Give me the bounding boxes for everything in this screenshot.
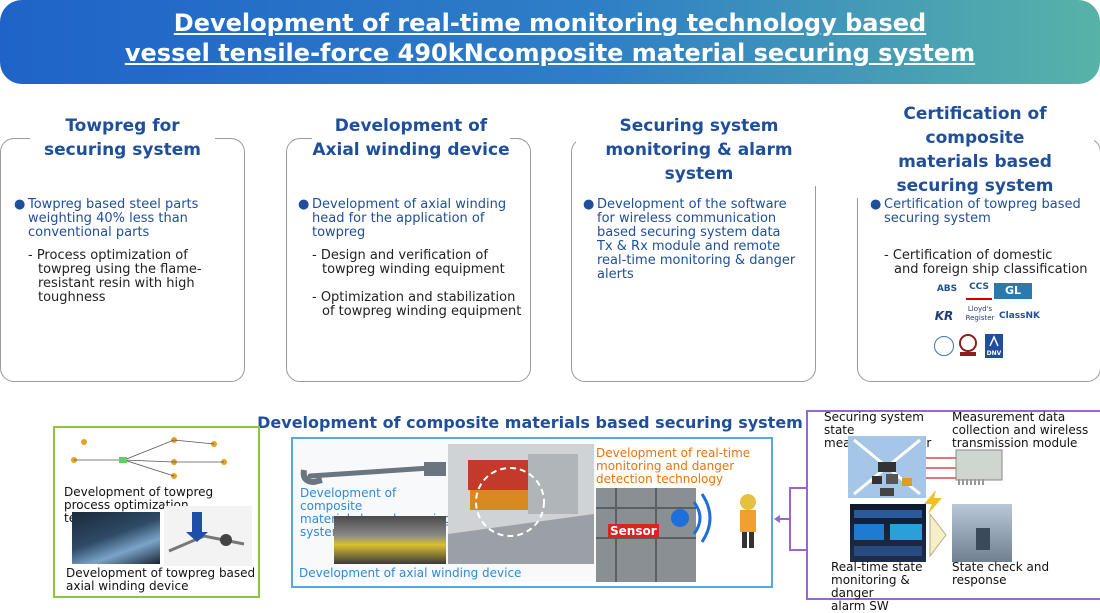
ship-deck-illustration <box>448 444 594 564</box>
winding-photo <box>72 512 160 564</box>
certification-bullet: ● Certification of towpreg based securin… <box>870 197 1081 226</box>
certification-title: Certification of composite materials bas… <box>856 102 1094 198</box>
bottom-section-title: Development of composite materials based… <box>257 413 803 432</box>
process-diagram-illustration <box>71 437 227 479</box>
dnv-label: DNV <box>985 350 1003 358</box>
screen-panel-1 <box>854 524 884 540</box>
sensor-label: Sensor <box>608 524 659 538</box>
axial-winding-box <box>286 138 531 382</box>
data-collection-caption: Measurement data collection and wireless… <box>952 410 1089 450</box>
bullet-dot-icon: ● <box>298 197 310 212</box>
screen-bar-1 <box>854 510 922 518</box>
axial-winding-center-caption: Development of axial winding device <box>299 566 522 580</box>
axial-winding-bullet: ● Development of axial winding head for … <box>298 197 507 240</box>
abs-logo: ABS <box>936 284 958 294</box>
monitoring-bullet: ● Development of the software for wirele… <box>583 197 796 282</box>
rina-emblem-icon <box>934 336 954 356</box>
realtime-detection-caption: Development of real-time monitoring and … <box>596 446 751 486</box>
winding-head-illustration <box>164 506 252 566</box>
classnk-logo: ClassNK <box>999 311 1040 321</box>
banner-title: Development of real-time monitoring tech… <box>0 8 1100 68</box>
monitoring-sw-caption: Real-time state monitoring & danger alar… <box>831 560 923 613</box>
banner-title-line1: Development of real-time monitoring tech… <box>173 9 927 37</box>
ccs-logo: CCS <box>966 282 992 300</box>
bureau-veritas-emblem-icon <box>958 334 978 358</box>
sensor-lashing-illustration <box>848 436 926 498</box>
state-check-caption: State check and response <box>952 560 1050 587</box>
gl-logo: GL <box>994 283 1032 299</box>
bracket-arrow <box>774 487 806 551</box>
bullet-dot-icon: ● <box>870 197 882 212</box>
axial-winding-title: Development of Axial winding device <box>312 114 510 162</box>
certification-sub-item: - Certification of domestic and foreign … <box>884 248 1088 277</box>
kr-logo: KR <box>934 309 954 323</box>
monitoring-sw-screen <box>850 504 926 562</box>
lightning-icon <box>924 490 942 514</box>
axial-winding-sub-item-1: - Design and verification of towpreg win… <box>312 248 505 277</box>
axial-winding-sub-item-2: - Optimization and stabilization of towp… <box>312 290 522 319</box>
screen-bar-2 <box>854 546 922 556</box>
towpreg-bullet: ● Towpreg based steel parts weighting 40… <box>14 197 199 240</box>
axial-winding-device-caption: Development of towpreg based axial windi… <box>66 566 256 593</box>
towpreg-sub-item: - Process optimization of towpreg using … <box>28 248 202 305</box>
monitoring-title: Securing system monitoring & alarm syste… <box>576 114 822 186</box>
transmission-module-illustration <box>926 449 1003 485</box>
worker-figure <box>976 528 990 550</box>
dnv-logo: DNV <box>985 334 1003 358</box>
screen-panel-2 <box>890 524 922 540</box>
winding-machine-photo <box>334 516 446 564</box>
sensor-chips-illustration <box>872 474 912 496</box>
towpreg-box <box>0 138 245 382</box>
bullet-dot-icon: ● <box>583 197 595 212</box>
lloyds-register-logo: Lloyd's Register <box>965 305 995 322</box>
banner-title-line2: vessel tensile-force 490kNcomposite mate… <box>124 39 976 67</box>
securing-system-frame <box>291 437 773 588</box>
bullet-dot-icon: ● <box>14 197 26 212</box>
lashing-rod-illustration <box>300 462 446 486</box>
flow-arrow-icon <box>929 512 947 558</box>
worker-check-photo <box>952 504 1012 562</box>
towpreg-title: Towpreg for securing system <box>30 114 215 162</box>
title-banner <box>0 0 1100 84</box>
